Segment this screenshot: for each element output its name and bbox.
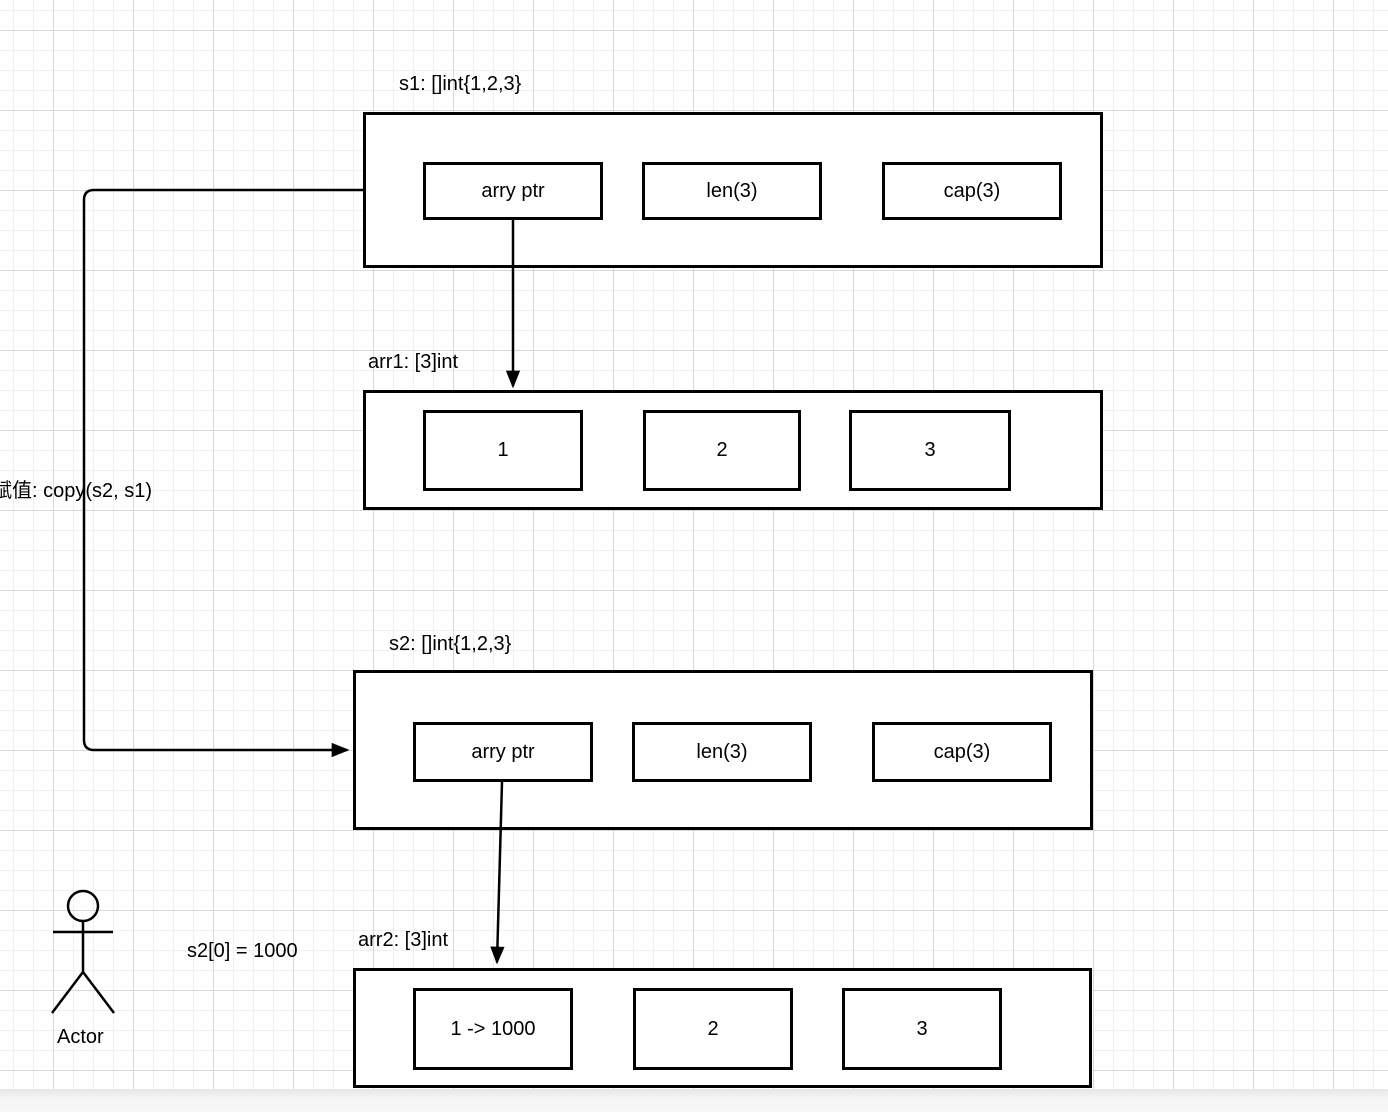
s1-cap-cell[interactable]: cap(3)	[882, 162, 1062, 220]
s2-cap-label: cap(3)	[933, 740, 991, 763]
actor-left-leg	[51, 971, 84, 1014]
actor-right-leg	[82, 971, 115, 1014]
arr2-elem0-value: 1 -> 1000	[450, 1017, 536, 1040]
s2-arry-ptr-label: arry ptr	[471, 740, 535, 763]
s1-arry-ptr-label: arry ptr	[481, 179, 545, 202]
actor-head	[66, 889, 100, 923]
s2-cap-cell[interactable]: cap(3)	[872, 722, 1052, 782]
s2-len-label: len(3)	[696, 740, 748, 763]
s2-arry-ptr-cell[interactable]: arry ptr	[413, 722, 593, 782]
arr1-elem2-cell[interactable]: 3	[849, 410, 1011, 491]
arr1-elem0-cell[interactable]: 1	[423, 410, 583, 491]
copy-call-annotation: 赋值: copy(s2, s1)	[0, 480, 153, 502]
canvas-bottom-edge	[0, 1089, 1388, 1112]
arr2-elem0-cell[interactable]: 1 -> 1000	[413, 988, 573, 1070]
assignment-annotation: s2[0] = 1000	[187, 940, 298, 962]
actor-figure-icon[interactable]	[51, 889, 115, 1014]
s1-len-label: len(3)	[706, 179, 758, 202]
s2-title: s2: []int{1,2,3}	[389, 633, 512, 655]
s1-len-cell[interactable]: len(3)	[642, 162, 822, 220]
arr1-elem1-cell[interactable]: 2	[643, 410, 801, 491]
s1-title: s1: []int{1,2,3}	[399, 73, 522, 95]
s1-arry-ptr-cell[interactable]: arry ptr	[423, 162, 603, 220]
arr2-elem2-cell[interactable]: 3	[842, 988, 1002, 1070]
arr1-elem2-value: 3	[924, 439, 936, 461]
arr2-title: arr2: [3]int	[358, 929, 449, 951]
copy-s1-to-s2-connector-arrow[interactable]	[82, 188, 363, 750]
s2-len-cell[interactable]: len(3)	[632, 722, 812, 782]
arr1-title: arr1: [3]int	[368, 351, 459, 373]
arr1-elem1-value: 2	[716, 439, 728, 461]
arr2-elem1-value: 2	[707, 1017, 719, 1040]
arr2-elem2-value: 3	[916, 1017, 928, 1040]
s1-cap-label: cap(3)	[943, 179, 1001, 202]
arr1-elem0-value: 1	[497, 439, 509, 461]
arr2-elem1-cell[interactable]: 2	[633, 988, 793, 1070]
actor-label: Actor	[57, 1026, 104, 1048]
